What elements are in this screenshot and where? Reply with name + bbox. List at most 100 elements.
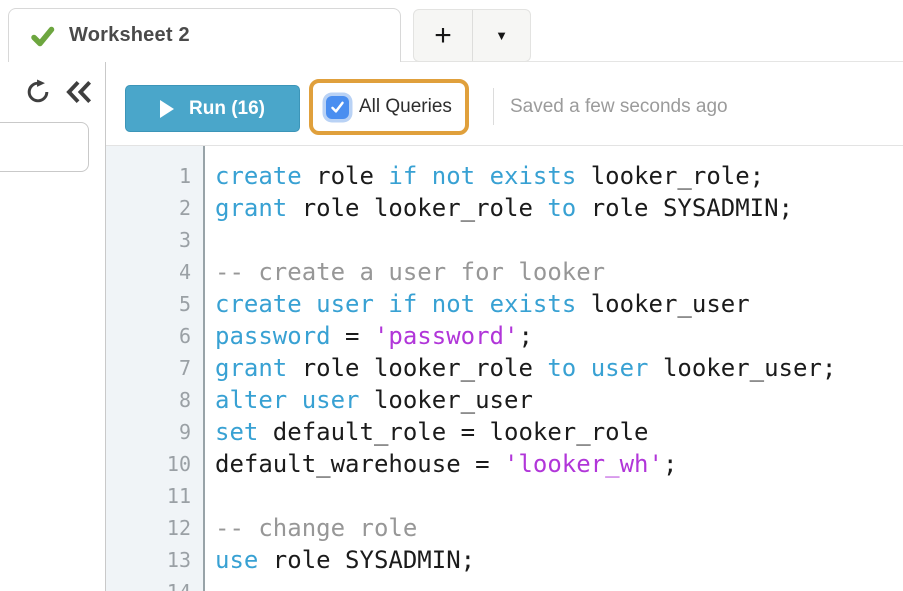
checkmark-icon (331, 101, 344, 113)
double-chevron-left-icon (65, 81, 91, 103)
code-token-kw: grant (215, 354, 288, 382)
refresh-button[interactable] (24, 78, 52, 106)
code-token-pl: looker_user (359, 386, 533, 414)
line-number: 5 (178, 292, 191, 316)
code-token-kw: create (215, 162, 302, 190)
code-token-pl (302, 290, 316, 318)
line-number: 4 (178, 260, 191, 284)
line-number: 6 (178, 324, 191, 348)
database-search-panel[interactable] (0, 122, 89, 172)
toolbar-divider (493, 88, 494, 125)
line-number: 10 (166, 452, 191, 476)
code-token-pl: role SYSADMIN; (258, 546, 476, 574)
editor-code[interactable]: create role if not exists looker_role;gr… (205, 146, 903, 591)
code-token-pl (475, 162, 489, 190)
code-token-str: 'looker_wh' (503, 450, 663, 478)
code-line[interactable]: use role SYSADMIN; (215, 544, 903, 576)
code-token-pl: role looker_role (287, 194, 548, 222)
line-number: 9 (178, 420, 191, 444)
code-token-kw: user (301, 386, 360, 414)
code-token-kw: use (215, 546, 259, 574)
code-token-kw: to (547, 194, 577, 222)
code-line[interactable]: create role if not exists looker_role; (215, 160, 903, 192)
line-number: 8 (178, 388, 191, 412)
code-token-pl: role (301, 162, 389, 190)
code-token-pl (287, 386, 301, 414)
worksheet-menu-button[interactable]: ▼ (472, 10, 530, 61)
code-token-pl: role SYSADMIN; (576, 194, 793, 222)
code-token-kw: create (215, 290, 302, 318)
code-token-pl: default_role = looker_role (258, 418, 649, 446)
code-line[interactable] (215, 576, 903, 591)
code-token-str: 'password' (373, 322, 519, 350)
code-token-kw: set (215, 418, 259, 446)
all-queries-highlight-box: All Queries (309, 79, 469, 135)
code-token-kw: if (388, 290, 418, 318)
code-line[interactable]: set default_role = looker_role (215, 416, 903, 448)
code-token-kw: user (590, 354, 649, 382)
code-token-pl: looker_user; (648, 354, 837, 382)
code-line[interactable]: grant role looker_role to user looker_us… (215, 352, 903, 384)
code-token-kw: exists (489, 162, 577, 190)
code-line[interactable]: -- change role (215, 512, 903, 544)
code-line[interactable]: alter user looker_user (215, 384, 903, 416)
code-token-pl: = (330, 322, 374, 350)
new-worksheet-button[interactable]: + (414, 10, 472, 61)
code-line[interactable]: create user if not exists looker_user (215, 288, 903, 320)
code-token-pl (576, 354, 590, 382)
code-token-pl: role looker_role (287, 354, 548, 382)
play-icon (160, 99, 174, 118)
code-token-kw: grant (215, 194, 288, 222)
line-number: 1 (178, 164, 191, 188)
tab-bar-divider (399, 61, 903, 62)
object-browser-sidebar (0, 62, 106, 591)
check-icon (31, 26, 55, 46)
code-token-pl (417, 162, 431, 190)
code-line[interactable]: password = 'password'; (215, 320, 903, 352)
code-token-pl: ; (662, 450, 678, 478)
code-token-pl: ; (518, 322, 533, 350)
line-number: 14 (106, 576, 203, 591)
line-number: 13 (166, 548, 191, 572)
code-token-pl: looker_user (576, 290, 750, 318)
code-token-pl: default_warehouse = (215, 450, 504, 478)
code-token-kw: if (388, 162, 418, 190)
sql-editor[interactable]: 1234567891011121314 create role if not e… (106, 145, 903, 591)
code-token-kw: not (431, 162, 476, 190)
code-token-pl (374, 290, 388, 318)
line-number: 3 (178, 228, 191, 252)
refresh-icon (27, 79, 49, 103)
tab-title: Worksheet 2 (69, 24, 190, 46)
code-line[interactable]: -- create a user for looker (215, 256, 903, 288)
code-token-kw: password (215, 322, 331, 350)
run-button[interactable]: Run (16) (125, 85, 300, 132)
code-line[interactable]: grant role looker_role to role SYSADMIN; (215, 192, 903, 224)
code-token-com: -- create a user for looker (215, 258, 606, 286)
line-number: 11 (166, 484, 191, 508)
sidebar-icon-row (24, 78, 93, 106)
line-number: 7 (178, 356, 191, 380)
saved-status: Saved a few seconds ago (510, 96, 728, 117)
code-token-kw: exists (489, 290, 577, 318)
code-line[interactable]: default_warehouse = 'looker_wh'; (215, 448, 903, 480)
tab-worksheet-2[interactable]: Worksheet 2 (8, 8, 401, 62)
collapse-sidebar-button[interactable] (65, 78, 93, 106)
line-number: 12 (166, 516, 191, 540)
editor-gutter: 1234567891011121314 (106, 146, 205, 591)
code-token-com: -- change role (215, 514, 418, 542)
code-token-kw: user (316, 290, 374, 318)
tab-bar: Worksheet 2 + ▼ (0, 0, 903, 62)
code-line[interactable] (215, 224, 903, 256)
code-token-kw: not (431, 290, 476, 318)
worksheet-toolbar: Run (16) All Queries Saved a few seconds… (106, 62, 903, 145)
all-queries-checkbox[interactable] (326, 95, 349, 119)
line-number: 2 (178, 196, 191, 220)
code-token-pl (475, 290, 489, 318)
run-button-label: Run (16) (189, 97, 265, 119)
code-token-kw: alter (215, 386, 288, 414)
code-token-pl: looker_role; (576, 162, 765, 190)
code-line[interactable] (215, 480, 903, 512)
caret-down-icon: ▼ (495, 28, 508, 43)
code-token-pl (417, 290, 431, 318)
